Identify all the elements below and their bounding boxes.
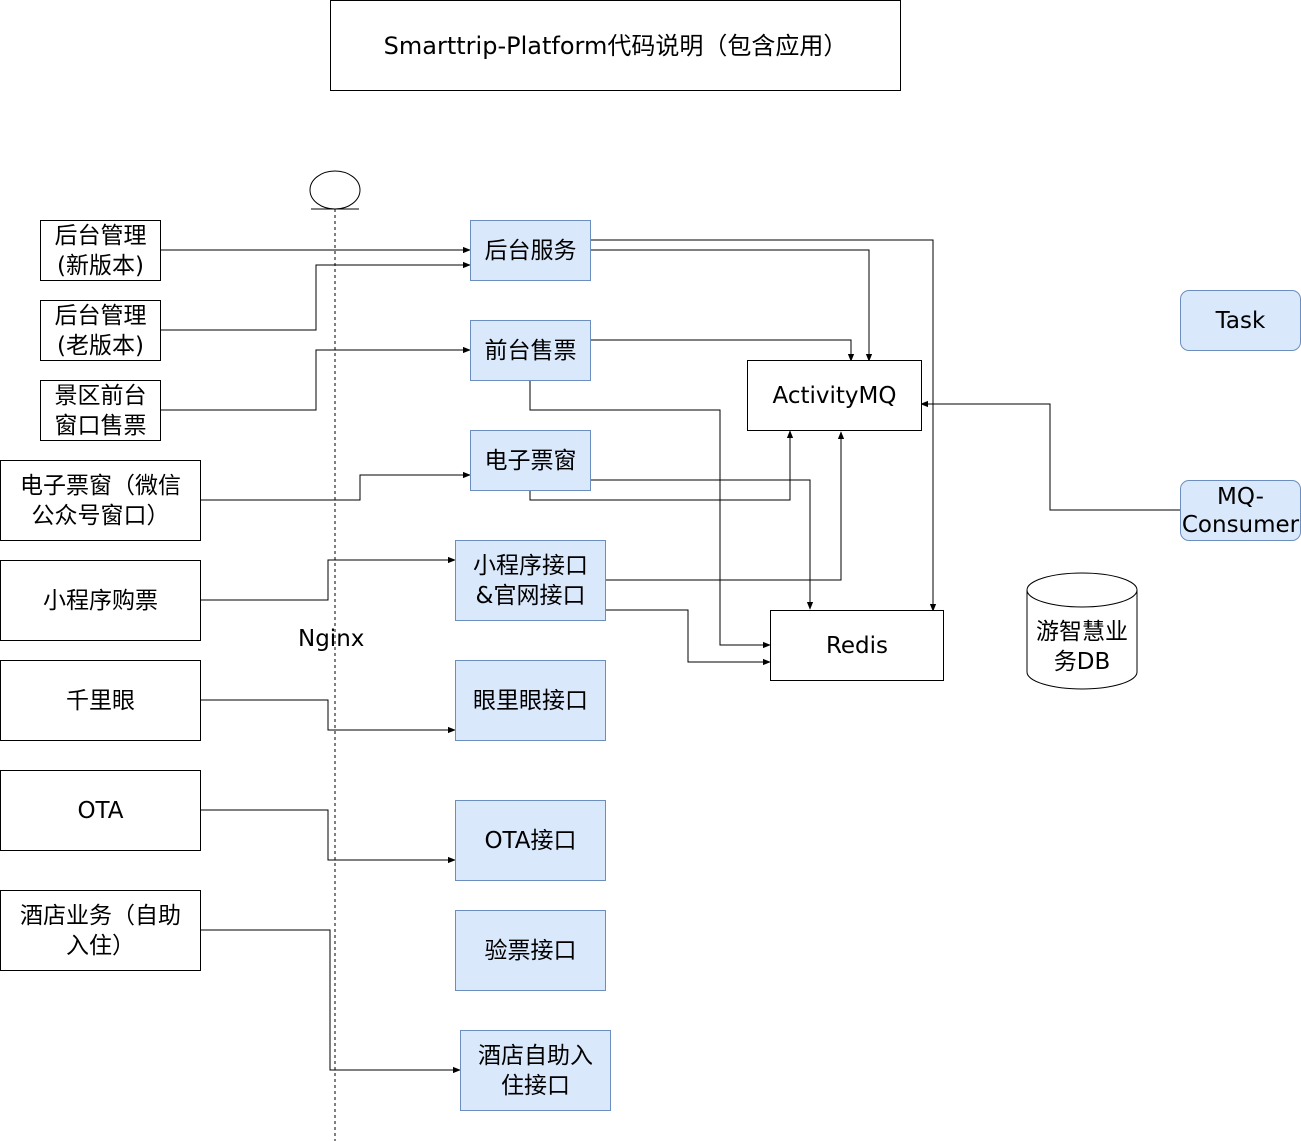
nginx-label: Nginx	[298, 626, 365, 652]
client-admin-new[interactable]: 后台管理 (新版本)	[40, 220, 161, 281]
edge-scenic-to-front-sales	[160, 346, 471, 411]
redis-node[interactable]: Redis	[770, 610, 944, 681]
service-backend[interactable]: 后台服务	[470, 220, 591, 281]
client-hotel[interactable]: 酒店业务（自助 入住）	[0, 890, 201, 971]
business-db-cylinder	[1026, 572, 1138, 690]
client-scenic-window[interactable]: 景区前台 窗口售票	[40, 380, 161, 441]
client-eticket-wechat[interactable]: 电子票窗（微信 公众号窗口）	[0, 460, 201, 541]
connectors	[160, 239, 1180, 1074]
edge-front-to-redis	[529, 380, 771, 649]
edge-miniprogram-to-api	[200, 556, 456, 601]
service-hotel-checkin-api[interactable]: 酒店自助入 住接口	[460, 1030, 611, 1111]
service-miniprogram-api[interactable]: 小程序接口 &官网接口	[455, 540, 606, 621]
nginx-lifeline	[309, 170, 361, 1141]
service-front-sales[interactable]: 前台售票	[470, 320, 591, 381]
service-ticket-check-api[interactable]: 验票接口	[455, 910, 606, 991]
client-miniprogram[interactable]: 小程序购票	[0, 560, 201, 641]
task-node[interactable]: Task	[1180, 290, 1301, 351]
edge-eticket-to-redis	[590, 479, 814, 610]
business-db-label: 游智慧业 务DB	[1036, 619, 1128, 675]
edge-ota-to-api	[200, 809, 456, 864]
service-eticket-window[interactable]: 电子票窗	[470, 430, 591, 491]
edge-mini-to-mq	[605, 431, 845, 581]
edge-backend-to-redis	[590, 239, 937, 612]
service-ota-api[interactable]: OTA接口	[455, 800, 606, 881]
edge-backend-to-mq	[590, 249, 873, 362]
edge-qianliyan-to-api	[200, 699, 456, 734]
client-admin-old[interactable]: 后台管理 (老版本)	[40, 300, 161, 361]
diagram-title: Smarttrip-Platform代码说明（包含应用）	[330, 0, 901, 91]
edge-admin-old-to-backend	[160, 261, 471, 331]
mq-consumer-node[interactable]: MQ- Consumer	[1180, 480, 1301, 541]
edge-consumer-to-mq	[920, 400, 1180, 511]
activitymq-node[interactable]: ActivityMQ	[747, 360, 922, 431]
service-yanliyan-api[interactable]: 眼里眼接口	[455, 660, 606, 741]
client-qianliyan[interactable]: 千里眼	[0, 660, 201, 741]
edge-front-to-mq	[590, 339, 855, 362]
edge-mini-to-redis	[605, 609, 771, 666]
edge-wechat-to-eticket	[200, 471, 471, 501]
client-ota[interactable]: OTA	[0, 770, 201, 851]
edge-eticket-to-mq	[529, 430, 794, 501]
edge-hotel-to-api	[200, 929, 461, 1074]
